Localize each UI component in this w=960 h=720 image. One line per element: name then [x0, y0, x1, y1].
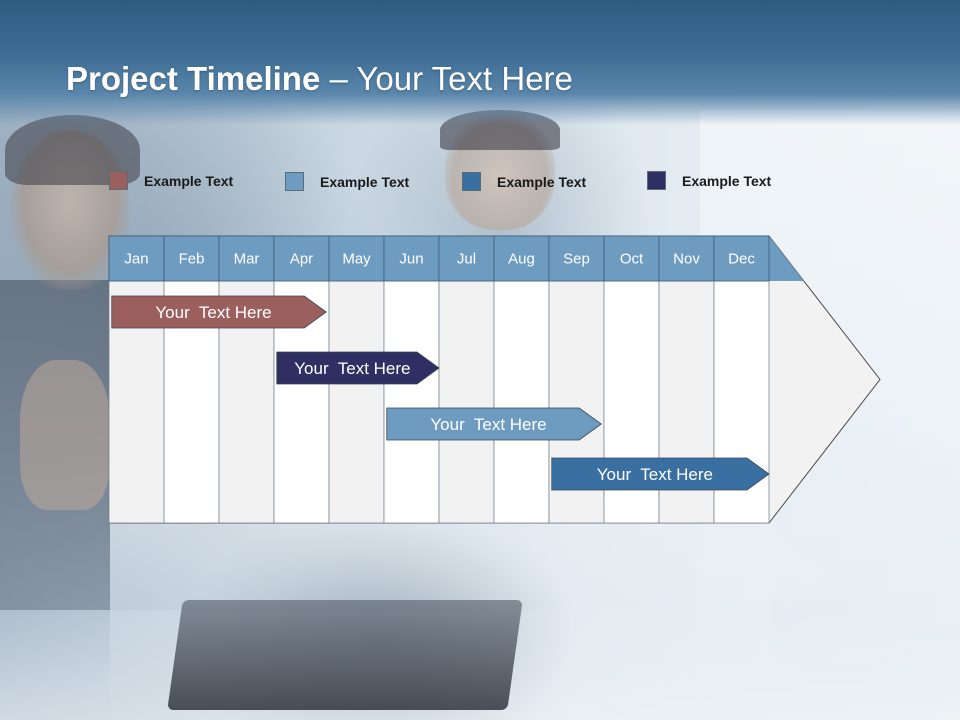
timeline-column-aug [493, 280, 550, 524]
legend-swatch-2 [285, 172, 304, 191]
month-label-dec: Dec [728, 251, 755, 268]
month-header-aug [493, 235, 550, 282]
legend-swatch-3 [462, 172, 481, 191]
legend-swatch-1 [109, 171, 128, 190]
month-header-nov [658, 235, 715, 282]
task-bar-shape-4 [551, 457, 770, 491]
month-label-nov: Nov [673, 251, 700, 268]
month-label-feb: Feb [179, 251, 205, 268]
chart-reflection [110, 524, 770, 720]
month-label-may: May [342, 251, 371, 268]
month-header-jan [108, 235, 165, 282]
task-bar-4[interactable]: Your Text Here [551, 457, 770, 491]
timeline-month-header: Jan Feb Mar Apr May Jun Jul Aug Sep Oct Nov Dec [108, 235, 770, 282]
month-label-jan: Jan [124, 251, 148, 268]
task-bar-label-4: Your Text Here [597, 465, 713, 484]
slide-title-bold: Project Timeline [66, 60, 321, 97]
month-header-dec [713, 235, 770, 282]
photo-thumbs-up [20, 360, 110, 510]
legend-label-4: Example Text [682, 172, 772, 189]
task-bar-shape-3 [386, 407, 602, 441]
month-header-apr [273, 235, 330, 282]
legend-label-2: Example Text [320, 173, 410, 190]
month-header-oct [603, 235, 660, 282]
slide-title-rest: – Your Text Here [320, 60, 573, 97]
title-banner [0, 0, 960, 125]
legend-item-1[interactable]: Example Text [109, 171, 233, 190]
month-label-apr: Apr [290, 251, 313, 268]
month-label-jun: Jun [399, 251, 423, 268]
month-label-mar: Mar [234, 251, 260, 268]
task-bar-3[interactable]: Your Text Here [386, 407, 602, 441]
legend-label-3: Example Text [497, 173, 587, 190]
task-bar-shape-2 [276, 351, 440, 385]
legend-item-4[interactable]: Example Text [647, 171, 771, 190]
legend-label-1: Example Text [144, 172, 234, 189]
task-bar-2[interactable]: Your Text Here [276, 351, 440, 385]
month-label-oct: Oct [620, 251, 644, 268]
task-bar-shape-1 [111, 295, 327, 329]
timeline-header-tip [769, 236, 804, 281]
legend-item-3[interactable]: Example Text [462, 172, 586, 191]
task-bar-label-3: Your Text Here [430, 415, 546, 434]
month-header-sep [548, 235, 605, 282]
month-header-mar [218, 235, 275, 282]
timeline-column-jun [383, 280, 440, 524]
month-header-may [328, 235, 385, 282]
timeline-column-may [328, 280, 385, 524]
task-bar-label-2: Your Text Here [294, 359, 410, 378]
slide-title[interactable]: Project Timeline – Your Text Here [66, 60, 573, 98]
timeline-column-jul [438, 280, 495, 524]
legend-item-2[interactable]: Example Text [285, 172, 409, 191]
month-label-aug: Aug [508, 251, 535, 268]
month-label-jul: Jul [457, 251, 476, 268]
task-bar-label-1: Your Text Here [155, 303, 271, 322]
legend-swatch-4 [647, 171, 666, 190]
task-bar-1[interactable]: Your Text Here [111, 295, 327, 329]
month-label-sep: Sep [563, 251, 590, 268]
month-header-jul [438, 235, 495, 282]
